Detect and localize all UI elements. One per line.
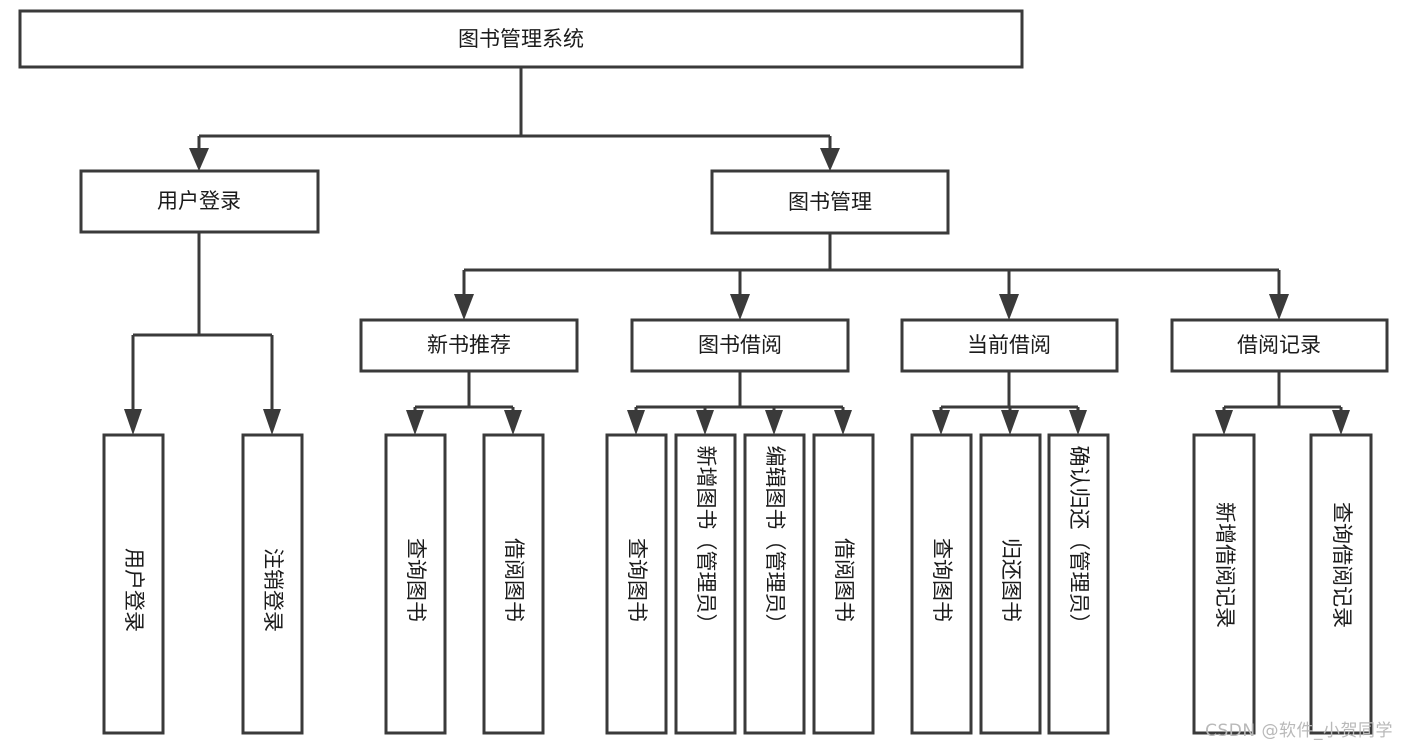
node-leaf-borrow-book-2[interactable]: 借阅图书	[812, 433, 875, 735]
arrow-head-leaf-query-record	[1332, 410, 1350, 435]
node-leaf-borrow-book-2-label: 借阅图书	[832, 538, 856, 622]
node-book-borrow-box[interactable]	[630, 318, 850, 373]
node-current-borrow-label: 当前借阅	[967, 333, 1051, 357]
node-leaf-add-book-label: 新增图书（管理员）	[694, 446, 718, 635]
node-leaf-add-book-box[interactable]	[674, 433, 737, 735]
node-leaf-query-book-1-label: 查询图书	[404, 538, 428, 622]
arrow-head-leaf-add-record	[1215, 410, 1233, 435]
node-new-book-recommend-box[interactable]	[359, 318, 579, 373]
node-root[interactable]: 图书管理系统	[18, 9, 1024, 69]
arrow-head-book-borrow	[730, 294, 750, 320]
node-book-management[interactable]: 图书管理	[710, 169, 950, 235]
node-leaf-user-login[interactable]: 用户登录	[102, 433, 165, 735]
node-leaf-add-record-label: 新增借阅记录	[1213, 502, 1237, 628]
node-leaf-edit-book-label: 编辑图书（管理员）	[763, 446, 787, 635]
node-leaf-borrow-book-1-box[interactable]	[482, 433, 545, 735]
arrow-head-current-borrow	[999, 294, 1019, 320]
node-new-book-recommend-label: 新书推荐	[427, 333, 511, 357]
arrow-head-leaf-query-book-1	[406, 410, 424, 435]
arrow-head-leaf-borrow-book-2	[834, 410, 852, 435]
node-leaf-confirm-return-label: 确认归还（管理员）	[1067, 446, 1091, 635]
node-user-login-box[interactable]	[79, 169, 320, 234]
node-leaf-query-book-3-box[interactable]	[910, 433, 973, 735]
node-leaf-query-record[interactable]: 查询借阅记录	[1309, 433, 1373, 735]
node-leaf-user-login-label: 用户登录	[122, 548, 146, 632]
node-leaf-query-book-1[interactable]: 查询图书	[384, 433, 447, 735]
node-leaf-borrow-book-1[interactable]: 借阅图书	[482, 433, 545, 735]
connector-layer	[124, 67, 1350, 435]
node-leaf-logout-login-box[interactable]	[241, 433, 304, 735]
node-leaf-query-book-2[interactable]: 查询图书	[605, 433, 668, 735]
csdn-watermark: CSDN @软件_小贺同学	[1205, 721, 1393, 741]
node-leaf-query-record-label: 查询借阅记录	[1330, 502, 1354, 628]
node-leaf-return-book-box[interactable]	[979, 433, 1042, 735]
arrow-head-leaf-confirm-return	[1069, 410, 1087, 435]
arrow-head-leaf-query-book-2	[627, 410, 645, 435]
arrow-head-leaf-logout-login	[263, 409, 281, 435]
node-leaf-return-book[interactable]: 归还图书	[979, 433, 1042, 735]
node-root-label: 图书管理系统	[458, 27, 584, 51]
arrow-head-leaf-borrow-book-1	[504, 410, 522, 435]
node-leaf-query-book-3-label: 查询图书	[930, 538, 954, 622]
node-borrow-record[interactable]: 借阅记录	[1170, 318, 1389, 373]
arrow-head-leaf-edit-book	[765, 410, 783, 435]
arrow-head-leaf-add-book	[696, 410, 714, 435]
node-user-login[interactable]: 用户登录	[79, 169, 320, 234]
node-current-borrow-box[interactable]	[900, 318, 1119, 373]
node-leaf-logout-login-label: 注销登录	[261, 548, 285, 632]
node-leaf-query-record-box[interactable]	[1309, 433, 1373, 735]
node-leaf-borrow-book-2-box[interactable]	[812, 433, 875, 735]
node-current-borrow[interactable]: 当前借阅	[900, 318, 1119, 373]
node-leaf-logout-login[interactable]: 注销登录	[241, 433, 304, 735]
arrow-head-book-management	[820, 148, 840, 171]
node-root-box[interactable]	[18, 9, 1024, 69]
node-leaf-query-book-3[interactable]: 查询图书	[910, 433, 973, 735]
node-leaf-confirm-return-box[interactable]	[1047, 433, 1110, 735]
node-leaf-add-record[interactable]: 新增借阅记录	[1192, 433, 1256, 735]
node-leaf-edit-book-box[interactable]	[743, 433, 806, 735]
node-leaf-query-book-2-label: 查询图书	[625, 538, 649, 622]
node-borrow-record-label: 借阅记录	[1237, 333, 1321, 357]
node-book-borrow[interactable]: 图书借阅	[630, 318, 850, 373]
arrow-head-new-book-recommend	[454, 294, 474, 320]
node-book-borrow-label: 图书借阅	[698, 333, 782, 357]
arrow-head-borrow-record	[1269, 294, 1289, 320]
node-book-management-box[interactable]	[710, 169, 950, 235]
node-borrow-record-box[interactable]	[1170, 318, 1389, 373]
arrow-head-leaf-user-login	[124, 409, 142, 435]
node-leaf-edit-book[interactable]: 编辑图书（管理员）	[743, 433, 806, 735]
arrow-head-leaf-return-book	[1001, 410, 1019, 435]
node-leaf-add-record-box[interactable]	[1192, 433, 1256, 735]
node-leaf-query-book-1-box[interactable]	[384, 433, 447, 735]
node-leaf-confirm-return[interactable]: 确认归还（管理员）	[1047, 433, 1110, 735]
node-leaf-query-book-2-box[interactable]	[605, 433, 668, 735]
node-leaf-add-book[interactable]: 新增图书（管理员）	[674, 433, 737, 735]
node-book-management-label: 图书管理	[788, 190, 872, 214]
node-user-login-label: 用户登录	[157, 189, 241, 213]
node-leaf-return-book-label: 归还图书	[999, 538, 1023, 622]
node-leaf-borrow-book-1-label: 借阅图书	[502, 538, 526, 622]
node-leaf-user-login-box[interactable]	[102, 433, 165, 735]
node-new-book-recommend[interactable]: 新书推荐	[359, 318, 579, 373]
arrow-head-leaf-query-book-3	[932, 410, 950, 435]
arrow-head-user-login	[189, 148, 209, 171]
